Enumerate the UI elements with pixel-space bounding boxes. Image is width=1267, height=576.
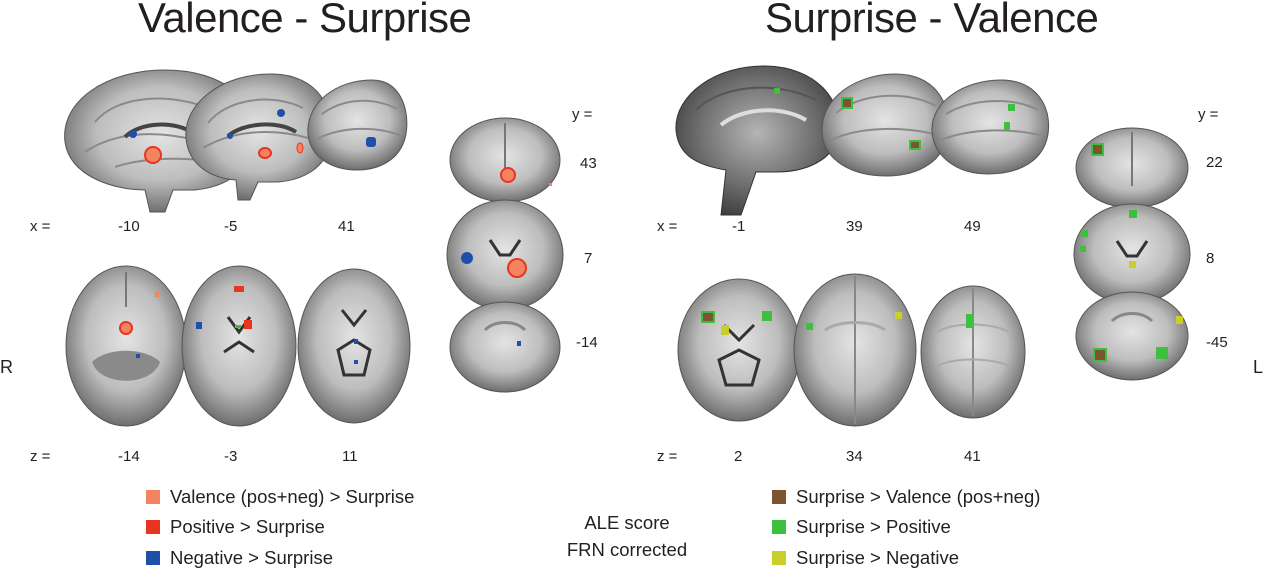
- activation-cluster: [1093, 348, 1107, 362]
- legend-item-surprise-valence: Surprise > Valence (pos+neg): [772, 486, 1040, 508]
- y-coordinate-value: 43: [580, 155, 597, 172]
- legend-label: Positive > Surprise: [170, 516, 325, 537]
- legend-label: Valence (pos+neg) > Surprise: [170, 486, 415, 507]
- activation-cluster: [549, 183, 552, 186]
- z-coordinate-value: 2: [734, 448, 743, 465]
- axial-slice-z-34: [793, 273, 917, 427]
- axial-slice-z-11: [297, 268, 411, 424]
- activation-cluster: [774, 88, 780, 94]
- right-panel-title: Surprise - Valence: [765, 0, 1099, 41]
- left-panel-title: Valence - Surprise: [138, 0, 472, 41]
- activation-cluster: [155, 292, 159, 297]
- z-coordinate-value: 41: [964, 448, 981, 465]
- legend-swatch: [772, 520, 786, 534]
- activation-cluster: [354, 339, 358, 344]
- activation-cluster: [507, 258, 527, 278]
- x-coordinate-value: 41: [338, 218, 355, 235]
- x-coordinate-value: -10: [118, 218, 140, 235]
- activation-cluster: [129, 130, 137, 138]
- axial-slice-z-3: [181, 265, 297, 427]
- activation-cluster: [966, 314, 974, 328]
- legend-label: Surprise > Positive: [796, 516, 951, 537]
- x-coordinate-value: 39: [846, 218, 863, 235]
- activation-cluster: [1004, 122, 1010, 130]
- y-coordinate-value: 22: [1206, 154, 1223, 171]
- legend-swatch: [772, 551, 786, 565]
- legend-swatch: [146, 551, 160, 565]
- activation-cluster: [701, 311, 715, 323]
- activation-cluster: [1081, 230, 1088, 237]
- activation-cluster: [244, 320, 252, 329]
- activation-cluster: [277, 109, 285, 117]
- z-coordinate-value: -14: [118, 448, 140, 465]
- orientation-right-label: R: [0, 357, 13, 377]
- activation-cluster: [366, 137, 376, 147]
- y-coordinate-value: 8: [1206, 250, 1215, 267]
- activation-cluster: [461, 252, 473, 264]
- activation-cluster: [1129, 261, 1136, 268]
- activation-cluster: [500, 167, 516, 183]
- sagittal-slice-x-41: [307, 79, 408, 171]
- legend-label: Surprise > Negative: [796, 547, 959, 568]
- activation-cluster: [1176, 316, 1183, 324]
- legend-item-surprise-negative: Surprise > Negative: [772, 547, 959, 569]
- activation-cluster: [1008, 104, 1015, 111]
- legend-label: Negative > Surprise: [170, 547, 333, 568]
- activation-cluster: [1129, 210, 1137, 218]
- activation-cluster: [136, 354, 140, 358]
- x-coordinate-value: 49: [964, 218, 981, 235]
- x-coordinate-prefix: x =: [657, 218, 678, 235]
- activation-cluster: [296, 142, 304, 154]
- legend-item-negative-surprise: Negative > Surprise: [146, 547, 333, 569]
- z-coordinate-prefix: z =: [30, 448, 51, 465]
- ale-score-label: ALE score: [584, 512, 670, 533]
- y-coordinate-value: 7: [584, 250, 593, 267]
- activation-cluster: [235, 325, 241, 328]
- sagittal-slice-x-1: [675, 65, 840, 216]
- sagittal-slice-x-49: [931, 79, 1050, 175]
- activation-cluster: [909, 140, 921, 150]
- activation-cluster: [227, 133, 233, 139]
- z-coordinate-prefix: z =: [657, 448, 678, 465]
- y-coordinate-prefix: y =: [572, 106, 593, 123]
- z-coordinate-value: 34: [846, 448, 863, 465]
- x-coordinate-prefix: x =: [30, 218, 51, 235]
- orientation-left-label: L: [1253, 357, 1264, 377]
- activation-cluster: [1080, 246, 1086, 252]
- z-coordinate-value: 11: [342, 448, 358, 465]
- activation-cluster: [721, 325, 729, 335]
- activation-cluster: [517, 341, 521, 346]
- activation-cluster: [762, 311, 772, 321]
- legend-swatch: [146, 490, 160, 504]
- legend-item-valence-surprise: Valence (pos+neg) > Surprise: [146, 486, 414, 508]
- coronal-slice-stack-left: [446, 117, 564, 393]
- axial-slice-z-41: [920, 285, 1026, 419]
- legend-item-positive-surprise: Positive > Surprise: [146, 516, 325, 538]
- activation-cluster: [144, 146, 162, 164]
- activation-cluster: [119, 321, 133, 335]
- frn-corrected-label: FRN corrected: [566, 539, 688, 560]
- y-coordinate-value: -45: [1206, 334, 1228, 351]
- activation-cluster: [258, 147, 272, 159]
- activation-cluster: [1156, 347, 1168, 359]
- activation-cluster: [234, 286, 244, 292]
- y-coordinate-prefix: y =: [1198, 106, 1219, 123]
- legend-swatch: [772, 490, 786, 504]
- y-coordinate-value: -14: [576, 334, 598, 351]
- activation-cluster: [1091, 143, 1104, 156]
- activation-cluster: [806, 323, 813, 330]
- legend-label: Surprise > Valence (pos+neg): [796, 486, 1041, 507]
- activation-cluster: [196, 322, 202, 329]
- x-coordinate-value: -1: [732, 218, 746, 235]
- legend-swatch: [146, 520, 160, 534]
- activation-cluster: [895, 312, 902, 319]
- activation-cluster: [841, 97, 853, 109]
- axial-slice-z-2: [677, 278, 801, 422]
- legend-item-surprise-positive: Surprise > Positive: [772, 516, 951, 538]
- coronal-slice-stack-right: [1073, 127, 1191, 381]
- z-coordinate-value: -3: [224, 448, 238, 465]
- axial-slice-z-14: [65, 265, 187, 427]
- activation-cluster: [354, 360, 358, 364]
- x-coordinate-value: -5: [224, 218, 238, 235]
